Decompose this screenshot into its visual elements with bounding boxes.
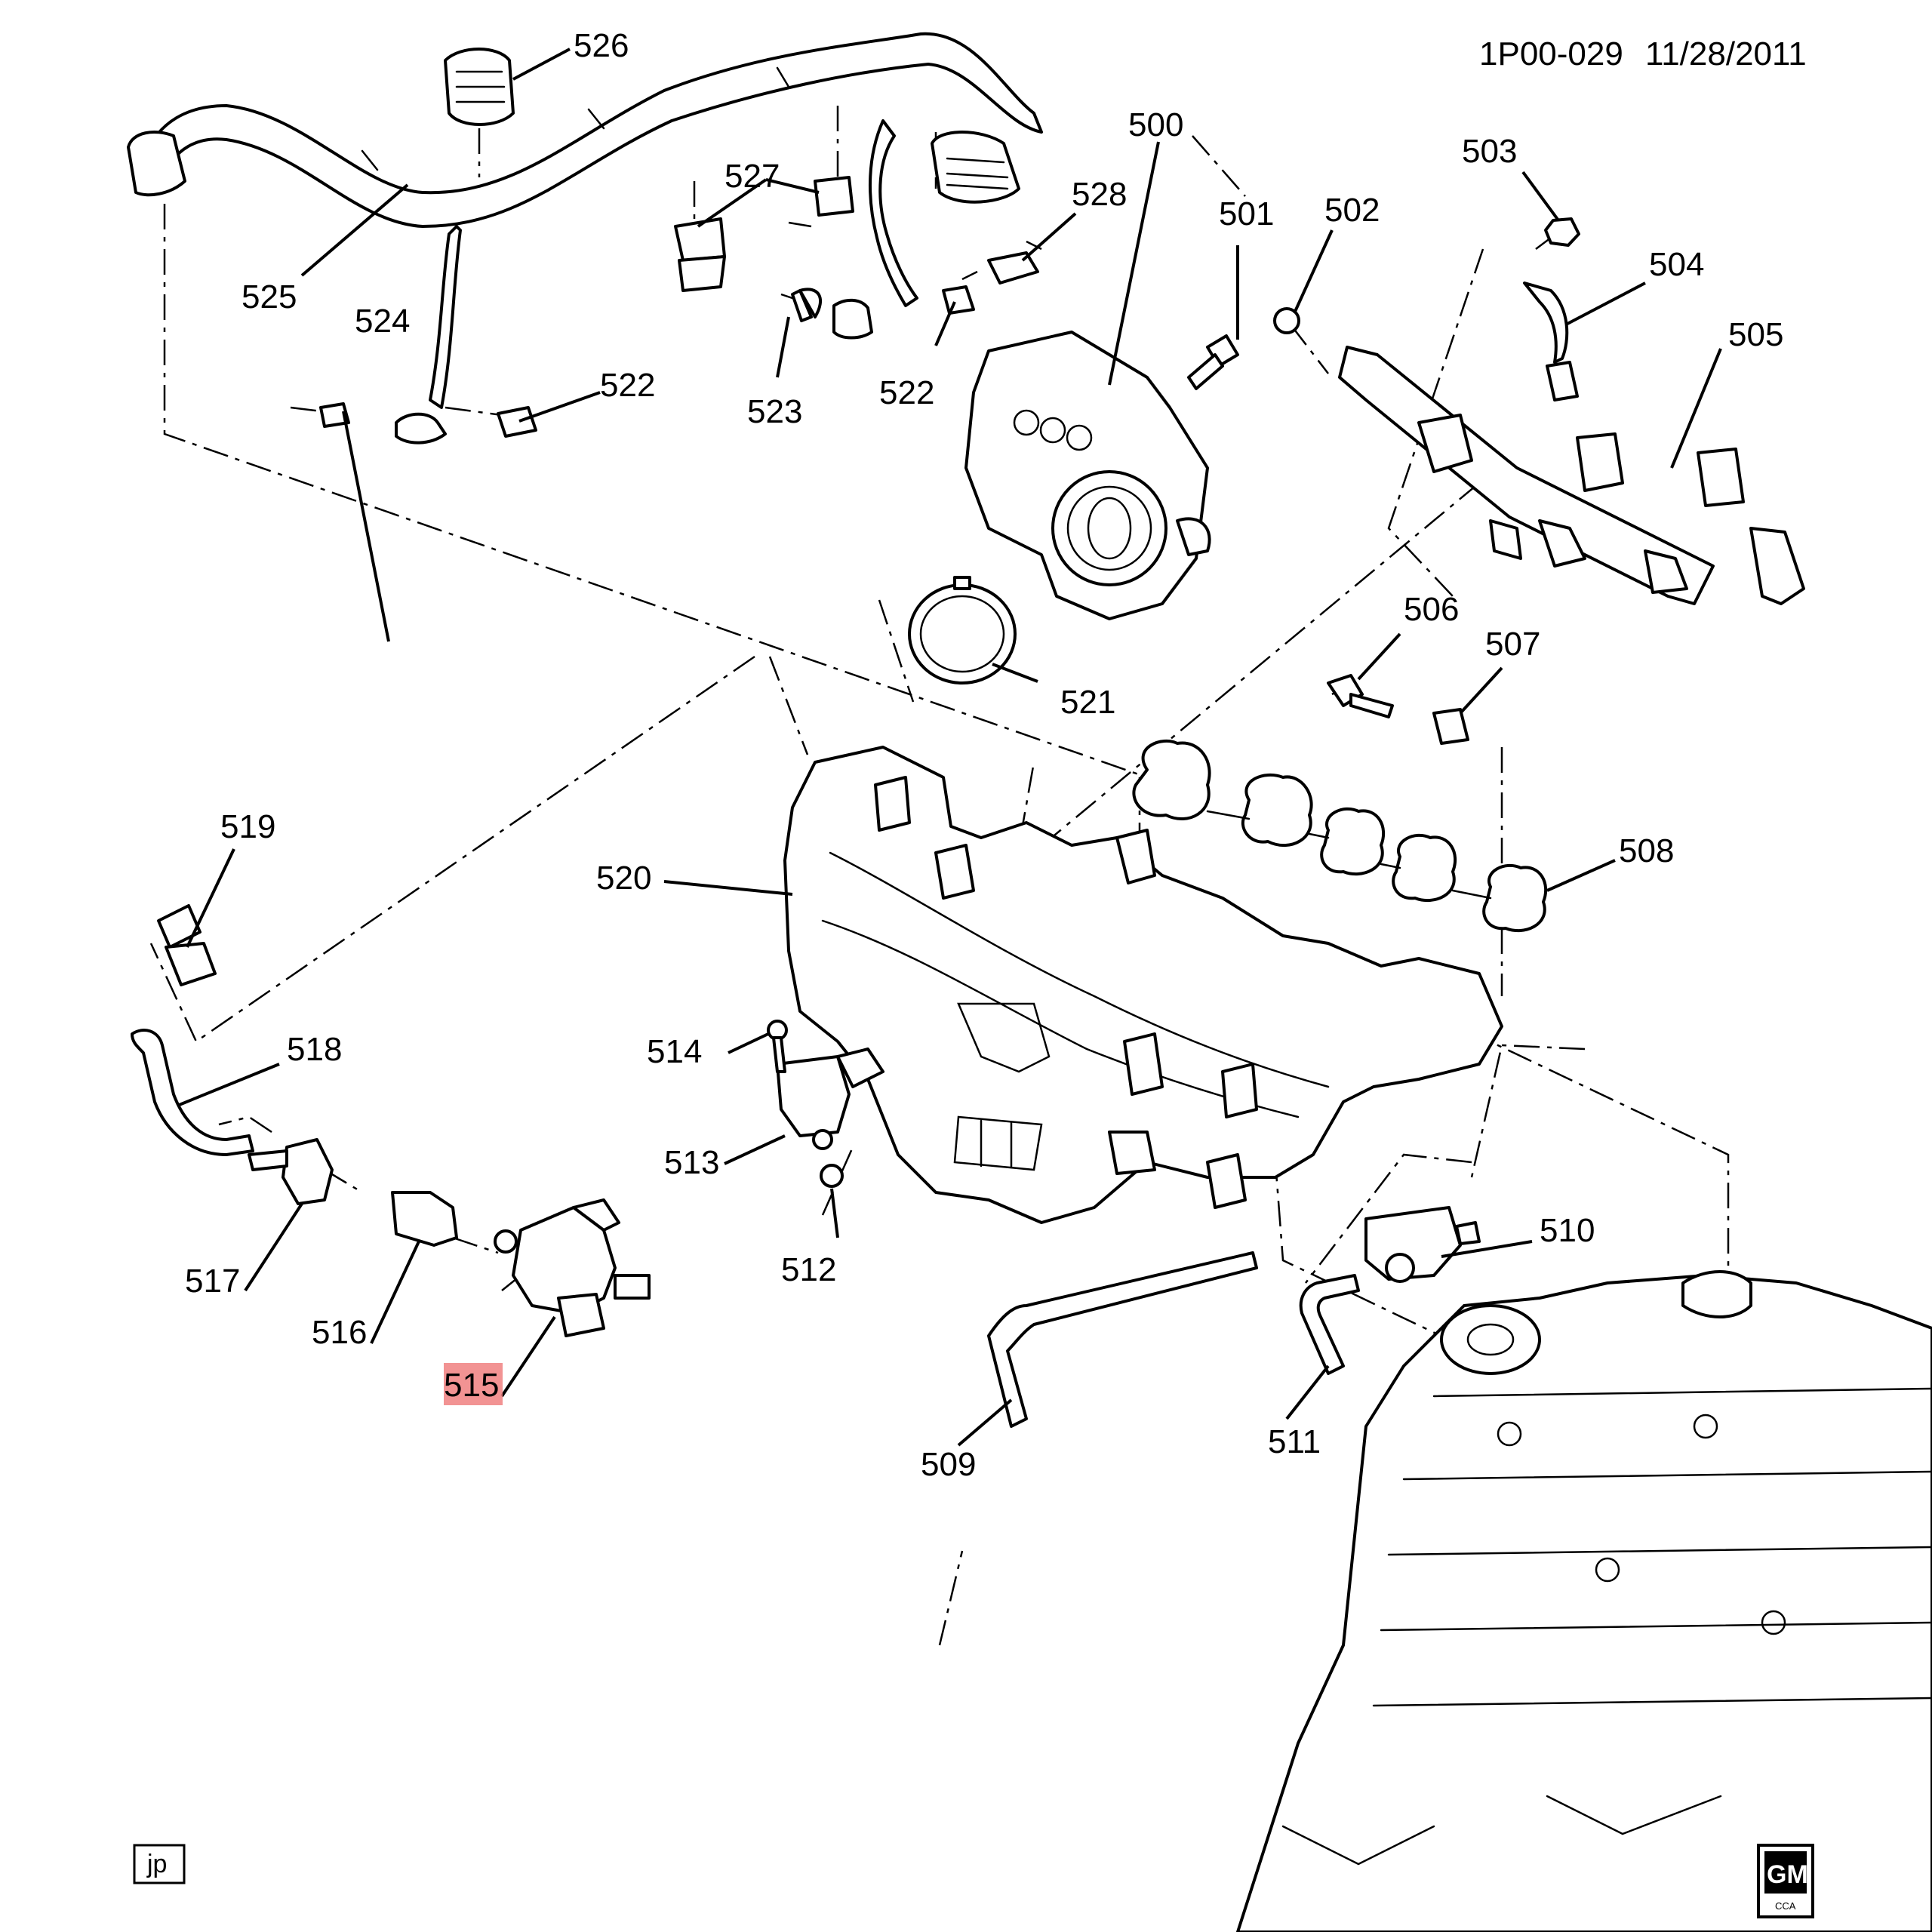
callout-524: 524 xyxy=(355,303,410,340)
callout-512: 512 xyxy=(781,1251,836,1288)
callout-500: 500 xyxy=(1128,106,1183,143)
callout-511: 511 xyxy=(1268,1423,1321,1460)
callout-528: 528 xyxy=(1072,176,1127,213)
connector-524 xyxy=(319,402,350,428)
callout-525: 525 xyxy=(242,278,297,315)
callout-510: 510 xyxy=(1540,1212,1595,1249)
illustrator-initials: jp xyxy=(146,1850,167,1878)
bushing-507 xyxy=(1432,708,1469,745)
sensor-504 xyxy=(1523,281,1579,401)
callout-502: 502 xyxy=(1324,192,1380,229)
sensor-513 xyxy=(776,1048,884,1150)
connector-516 xyxy=(391,1191,458,1247)
callout-513: 513 xyxy=(664,1144,719,1181)
callout-522-right: 522 xyxy=(879,374,934,411)
callout-523: 523 xyxy=(747,393,802,430)
hose-clip-527 xyxy=(674,176,854,292)
pcv-hose-assembly xyxy=(127,32,1043,445)
engine-block xyxy=(1236,1270,1932,1932)
callout-505: 505 xyxy=(1728,316,1783,353)
callout-509: 509 xyxy=(921,1446,976,1483)
o-ring-512 xyxy=(820,1164,844,1188)
illustrator-tag: jp xyxy=(133,1844,186,1884)
callout-504: 504 xyxy=(1649,246,1704,283)
callout-503: 503 xyxy=(1462,133,1517,170)
callout-501: 501 xyxy=(1219,195,1274,232)
nut-503 xyxy=(1544,217,1580,247)
sensor-502 xyxy=(1273,307,1300,334)
drawing-id: 1P00-029 xyxy=(1479,35,1623,72)
gm-logo-text: GM xyxy=(1767,1860,1808,1889)
callout-508: 508 xyxy=(1619,832,1674,869)
connector-528 xyxy=(987,251,1039,285)
purge-valve-515 xyxy=(494,1198,651,1337)
callout-506: 506 xyxy=(1404,591,1459,628)
intake-manifold-520 xyxy=(783,746,1503,1224)
callout-520: 520 xyxy=(596,860,651,897)
callout-522-left: 522 xyxy=(600,367,655,404)
callout-517: 517 xyxy=(185,1263,240,1300)
callout-521: 521 xyxy=(1060,684,1115,721)
bolt-501 xyxy=(1187,334,1239,390)
connector-519 xyxy=(157,904,217,986)
drawing-date: 11/28/2011 xyxy=(1645,35,1807,72)
callout-514: 514 xyxy=(647,1033,702,1070)
callout-507: 507 xyxy=(1485,626,1540,663)
check-valve-517 xyxy=(248,1138,334,1205)
throttle-body-500 xyxy=(964,331,1211,620)
gm-logo: GM CCA xyxy=(1757,1844,1814,1918)
hose-518 xyxy=(131,1029,254,1156)
callout-518: 518 xyxy=(287,1031,342,1068)
gasket-set-508 xyxy=(1132,739,1548,933)
hose-511 xyxy=(1299,1274,1360,1375)
callout-labels: 500 501 502 503 504 505 506 507 508 509 … xyxy=(185,27,1783,1483)
callout-516: 516 xyxy=(312,1314,367,1351)
callout-515-highlight xyxy=(444,1363,503,1405)
hose-clamp-526 xyxy=(444,48,515,126)
callout-527: 527 xyxy=(724,158,780,195)
gasket-521 xyxy=(908,576,1017,685)
fuel-rail-505 xyxy=(1338,346,1805,605)
clip-522-left xyxy=(497,406,537,438)
bolt-506 xyxy=(1327,674,1394,718)
clip-522-right xyxy=(942,285,975,315)
callout-526: 526 xyxy=(574,27,629,64)
gm-logo-sub: CCA xyxy=(1775,1900,1796,1912)
leader-lines xyxy=(177,48,1722,1447)
callout-515: 515 xyxy=(444,1367,499,1404)
bolt-514 xyxy=(767,1020,788,1073)
callout-519: 519 xyxy=(220,808,275,845)
valve-510 xyxy=(1364,1206,1481,1283)
hose-509 xyxy=(987,1251,1258,1428)
